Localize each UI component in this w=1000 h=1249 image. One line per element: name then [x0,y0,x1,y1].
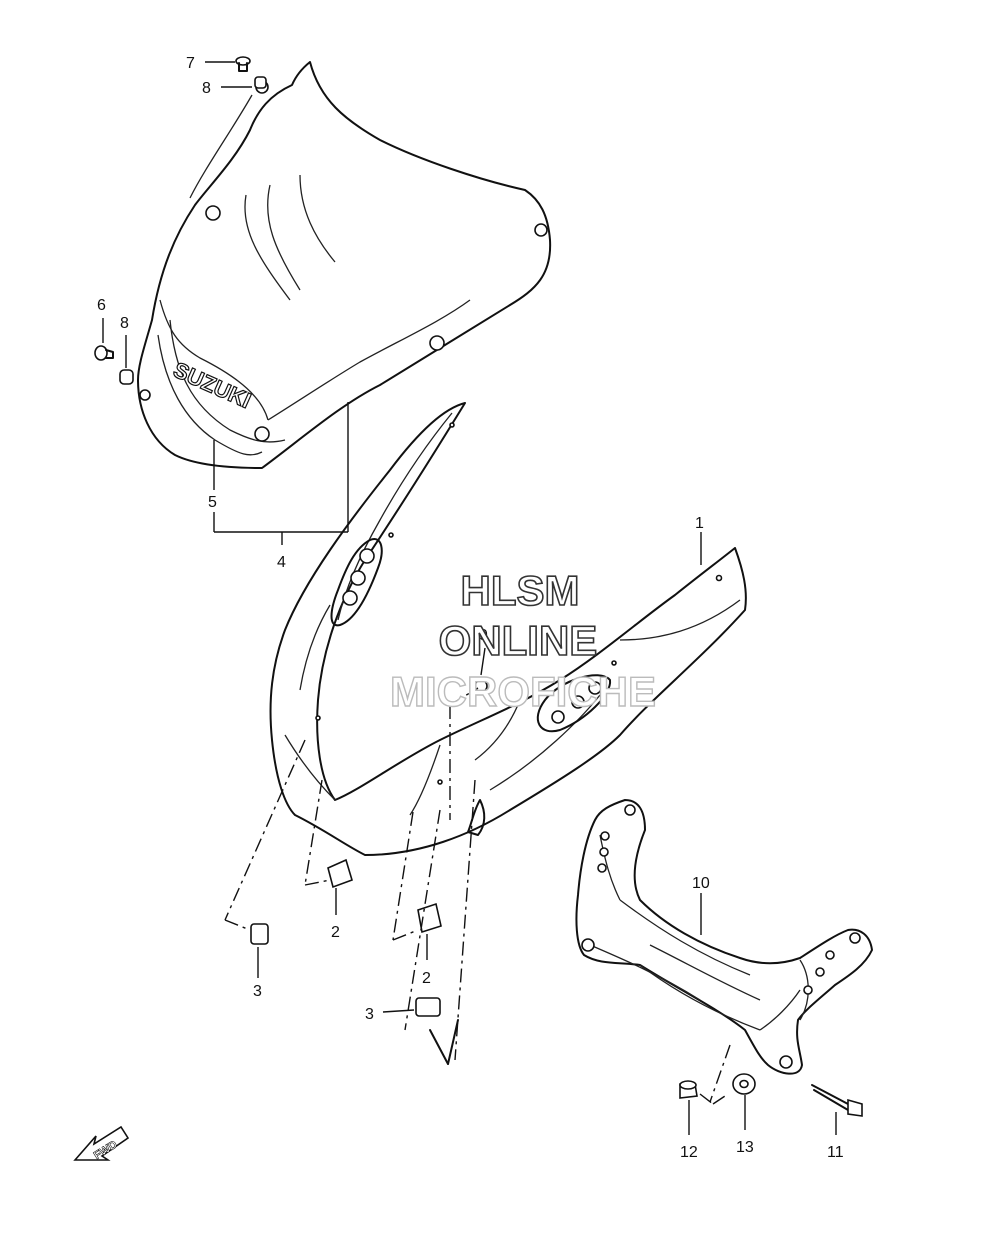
windscreen: SUZUKI [137,61,552,469]
callout-3-right: 3 [365,1006,374,1023]
fastener-8-collar-left [119,369,134,385]
callout-2-left: 2 [331,924,340,941]
callout-8-left: 8 [120,315,129,332]
nut-9 [474,679,488,693]
cowl-bracket [575,799,873,1075]
callout-11: 11 [827,1144,844,1161]
upper-cowl [269,402,747,856]
fastener-8-collar-top [254,76,267,89]
nut-12 [679,1080,698,1099]
callout-2-right: 2 [422,970,431,987]
suzuki-logo: SUZUKI [170,357,255,413]
watermark-line-2: ONLINE [439,617,598,664]
cushion-3-right [415,997,441,1017]
cushion-3-left [250,923,269,945]
assembly-lines [224,687,731,1105]
watermark: HLSM ONLINE MICROFICHE [389,566,656,716]
callout-5: 5 [208,494,217,511]
cushion-2-left [327,858,353,889]
callout-labels: 7 8 6 8 5 4 1 9 10 2 2 3 3 12 13 11 [97,55,844,1161]
bolt-11 [811,1084,863,1117]
callout-12: 12 [680,1144,698,1161]
callout-4: 4 [277,554,286,571]
watermark-line-3: MICROFICHE [390,668,656,715]
leader-lines [102,61,837,1135]
callout-13: 13 [736,1139,754,1156]
watermark-line-1: HLSM [461,567,580,614]
callout-7: 7 [186,55,195,72]
callout-9: 9 [479,627,488,644]
callout-3-left: 3 [253,983,262,1000]
fastener-6-bolt [94,345,114,361]
fastener-7-bolt [235,56,251,72]
fwd-direction-badge: FWD [73,1125,130,1162]
callout-1: 1 [695,515,704,532]
callout-8-top: 8 [202,80,211,97]
callout-6: 6 [97,297,106,314]
callout-10: 10 [692,875,710,892]
washer-13 [732,1073,756,1095]
